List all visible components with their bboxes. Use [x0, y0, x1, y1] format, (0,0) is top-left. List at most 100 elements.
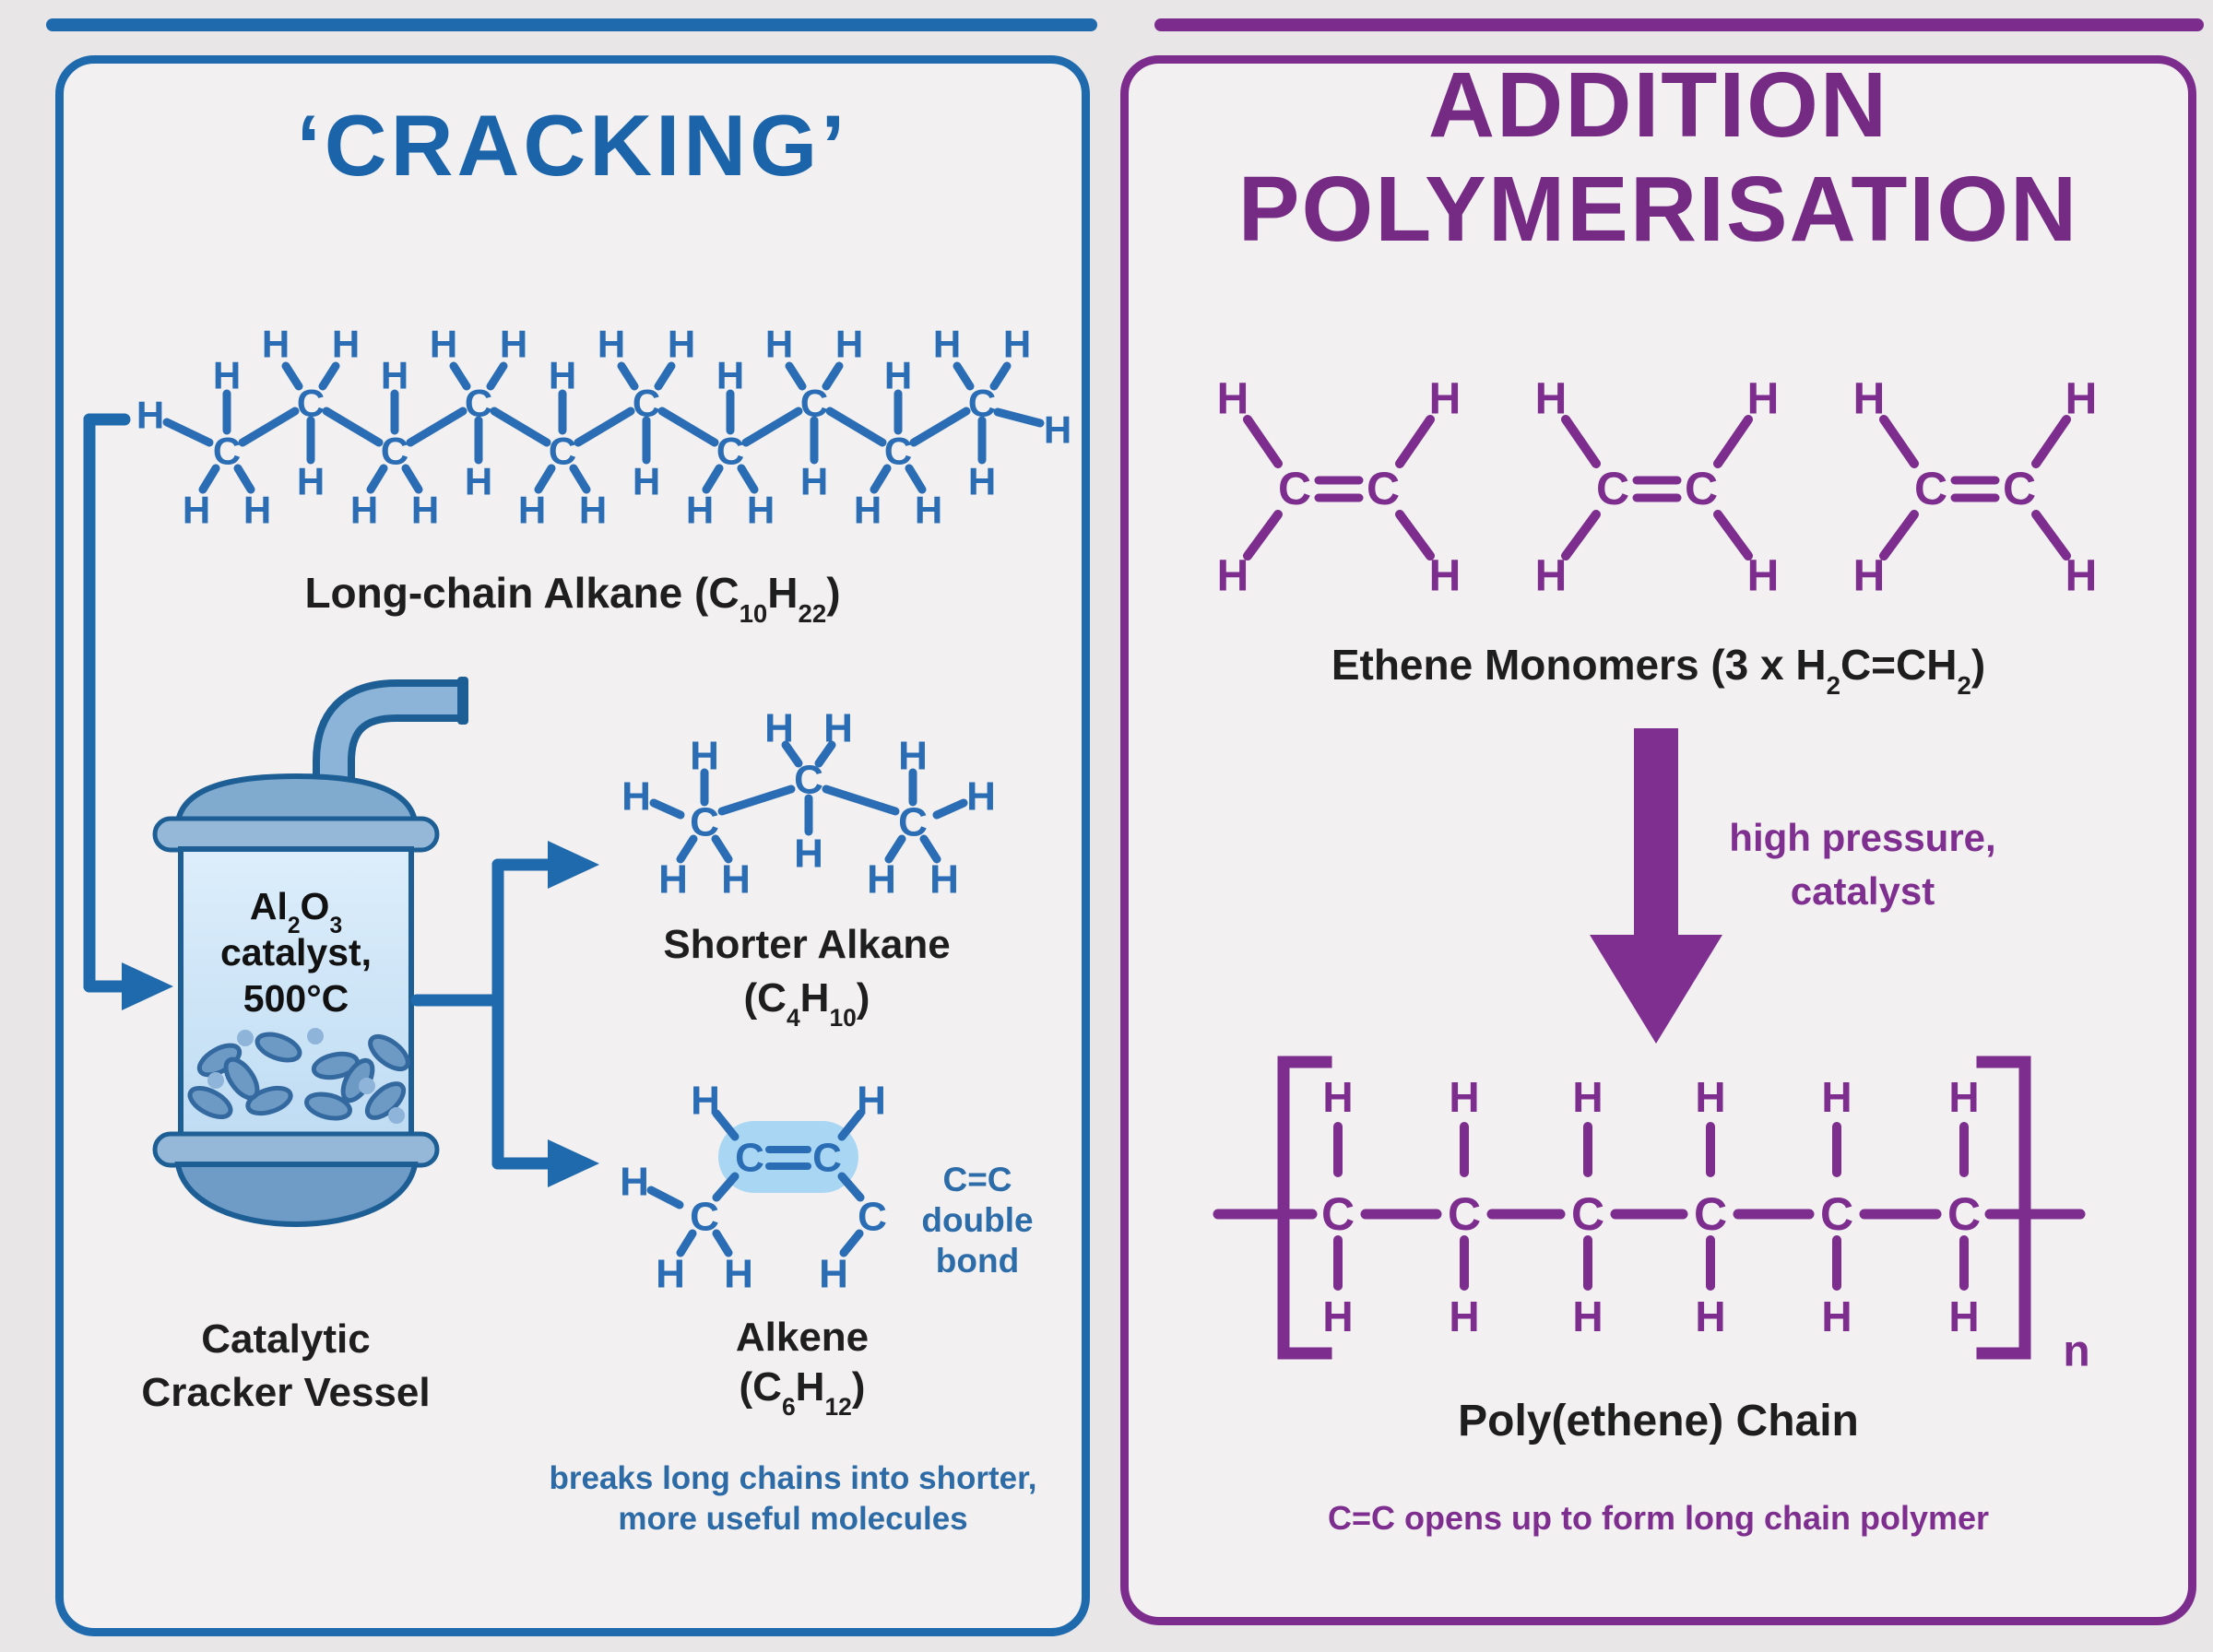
hydrogen-atom: H	[297, 460, 325, 503]
bond-line	[617, 361, 639, 391]
shorter-alkane-label: Shorter Alkane (C4H10)	[609, 918, 1005, 1030]
polymerisation-title: ADDITION POLYMERISATION	[1120, 53, 2196, 262]
hydrogen-atom: H	[724, 1252, 753, 1297]
bond-line	[676, 834, 698, 864]
hydrogen-atom: H	[1003, 323, 1031, 366]
bond-line	[490, 407, 551, 447]
polymerisation-title-line1: ADDITION	[1427, 53, 1889, 157]
ethene-monomers-label: Ethene Monomers (3 x H2C=CH2)	[1331, 641, 1986, 701]
catalyst-dot	[237, 1030, 254, 1046]
hydrogen-atom: H	[1747, 552, 1780, 601]
bond-line	[1713, 510, 1753, 560]
bond-line	[905, 464, 927, 494]
bond-line	[233, 464, 255, 494]
bond-line	[711, 834, 733, 864]
polymerisation-arrow-head	[1590, 935, 1722, 1044]
bond-line	[322, 407, 384, 447]
bond-line	[406, 407, 467, 447]
hydrogen-atom: H	[633, 460, 660, 503]
bond-line	[953, 361, 975, 391]
hydrogen-atom: H	[2065, 375, 2098, 424]
hydrogen-atom: H	[243, 489, 271, 532]
hydrogen-atom: H	[411, 489, 439, 532]
right-bracket	[1976, 1056, 2031, 1360]
bond-line	[839, 1229, 864, 1257]
bond-line	[712, 1229, 733, 1257]
hydrogen-atom: H	[183, 489, 210, 532]
bond-line	[712, 1172, 740, 1202]
right-panel-top-bar	[1154, 18, 2204, 31]
bond-line	[825, 407, 887, 447]
hydrogen-atom: H	[854, 489, 882, 532]
double-bond-highlight	[718, 1121, 858, 1193]
carbon-atom: C	[1914, 463, 1947, 514]
bond-line	[318, 361, 340, 391]
bond-line	[870, 464, 892, 494]
hydrogen-atom: H	[1217, 552, 1249, 601]
hydrogen-atom: H	[1695, 1292, 1725, 1340]
carbon-atom: C	[735, 1136, 764, 1181]
bond-line	[2031, 415, 2071, 468]
catalyst-pellets	[187, 1028, 410, 1124]
bond-line	[649, 798, 685, 820]
hydrogen-atom: H	[500, 323, 527, 366]
hydrogen-atom: H	[835, 323, 863, 366]
vessel-label-line1: Catalytic	[201, 1316, 371, 1362]
carbon-atom: C	[1685, 463, 1718, 514]
long-chain-alkane-label: Long-chain Alkane (C10H22)	[304, 569, 841, 629]
alkene-label: Alkene (C6H12)	[609, 1313, 996, 1419]
carbon-atom: C	[1596, 463, 1629, 514]
hydrogen-atom: H	[620, 1160, 649, 1205]
bond-line	[932, 798, 968, 820]
catalyst-pellet	[223, 1056, 260, 1101]
arrow-shaft	[1634, 728, 1678, 938]
bond-line	[1879, 415, 1919, 468]
hydrogen-atom: H	[136, 394, 164, 437]
vessel-bottom-dome	[174, 1162, 419, 1228]
cracking-title: ‘CRACKING’	[296, 97, 849, 194]
hydrogen-atom: H	[1948, 1292, 1979, 1340]
hydrogen-atom: H	[686, 489, 714, 532]
hydrogen-atom: H	[1449, 1292, 1479, 1340]
hydrogen-atom: H	[2065, 552, 2098, 601]
hydrogen-atom: H	[794, 832, 823, 877]
bond-line	[785, 361, 807, 391]
bond-line	[162, 418, 214, 447]
hydrogen-atom: H	[1322, 1292, 1353, 1340]
bond-line	[574, 407, 635, 447]
hydrogen-atom: H	[765, 323, 793, 366]
hydrogen-atom: H	[1429, 375, 1462, 424]
bond-line	[449, 361, 471, 391]
reaction-conditions-note: high pressure, catalyst	[1687, 811, 2038, 918]
hydrogen-atom: H	[1747, 375, 1780, 424]
polymerisation-title-line2: POLYMERISATION	[1237, 158, 2079, 261]
bond-line	[822, 361, 844, 391]
vessel-text-catalyst: catalyst,	[219, 931, 373, 974]
bond-line	[486, 361, 508, 391]
hydrogen-atom: H	[747, 489, 775, 532]
hydrogen-atom: H	[1217, 375, 1249, 424]
hydrogen-atom: H	[430, 323, 457, 366]
bond-line	[401, 464, 423, 494]
bond-line	[1879, 510, 1919, 560]
hydrogen-atom: H	[800, 460, 828, 503]
vessel-label: Catalytic Cracker Vessel	[101, 1313, 470, 1420]
hydrogen-atom: H	[966, 774, 996, 820]
hydrogen-atom: H	[1572, 1292, 1603, 1340]
reaction-conditions-line2: catalyst	[1790, 869, 1935, 913]
carbon-atom: C	[1571, 1188, 1604, 1240]
bond-line	[884, 834, 906, 864]
bond-line	[741, 407, 803, 447]
catalyst-dot	[207, 1072, 224, 1089]
vessel-catalyst-text: Al2O3 catalyst, 500°C	[183, 883, 409, 1021]
vessel-text-temperature: 500°C	[243, 977, 349, 1020]
hydrogen-atom: H	[1044, 408, 1071, 452]
bond-line	[781, 740, 803, 768]
hydrogen-atom: H	[1821, 1292, 1852, 1340]
hydrogen-atom: H	[915, 489, 942, 532]
vessel-text-formula: Al2O3	[249, 885, 343, 938]
